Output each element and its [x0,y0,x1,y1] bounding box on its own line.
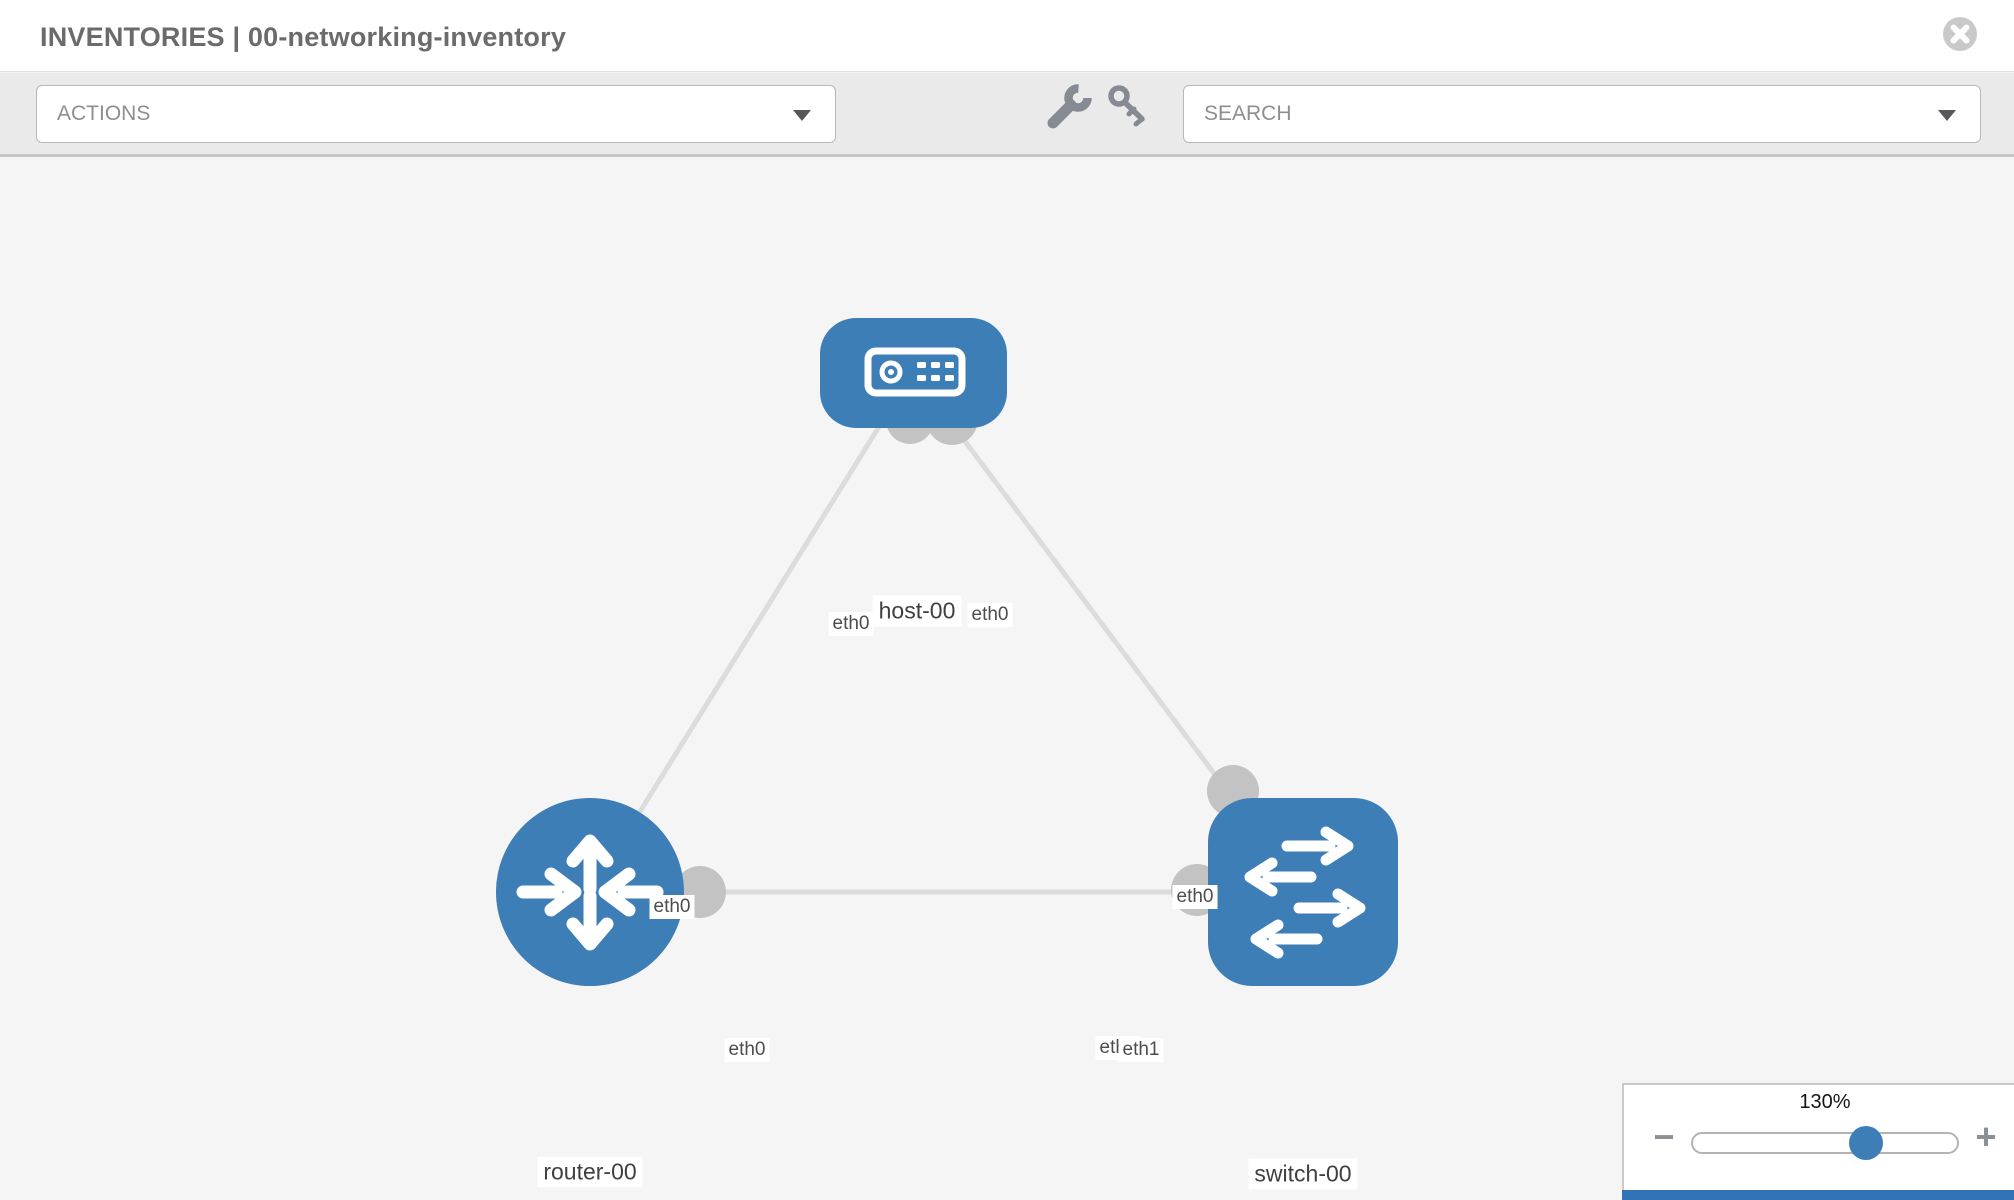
node-switch-00[interactable] [1208,798,1398,986]
bottom-accent-strip [1622,1190,2014,1200]
caret-down-icon [793,110,811,121]
search-dropdown-label: SEARCH [1204,102,1292,125]
toolbar: ACTIONS SEARCH [0,73,2014,157]
iface-label-router-switch-routerside: eth0 [724,1038,770,1062]
panel-header: INVENTORIES | 00-networking-inventory [0,0,2014,72]
iface-label-host-switch-hostside: eth0 [967,603,1013,627]
zoom-panel: 130% − + [1622,1083,2014,1200]
search-dropdown[interactable]: SEARCH [1183,85,1981,143]
key-button[interactable] [1104,83,1152,134]
iface-label-host-router-routerside: eth0 [649,895,695,919]
node-router-00[interactable] [496,798,684,986]
zoom-slider-track[interactable] [1691,1126,1959,1160]
actions-dropdown[interactable]: ACTIONS [36,85,836,143]
wrench-icon [1047,84,1092,129]
caret-down-icon [1938,110,1956,121]
close-button[interactable] [1942,16,1978,52]
node-label-host: host-00 [872,595,962,627]
zoom-out-button[interactable]: − [1653,1116,1675,1157]
iface-label-host-router-hostside: eth0 [828,612,874,636]
iface-label-router-switch-switchside: eth1 [1118,1038,1164,1062]
iface-label-host-switch-switchside: eth0 [1172,885,1218,909]
node-host-00[interactable] [820,318,1007,428]
switch-icon [1244,826,1366,959]
topology-links [587,370,1305,895]
key-icon [1108,85,1145,127]
node-label-router: router-00 [537,1156,643,1188]
link-endpoints [674,393,1259,918]
configure-button[interactable] [1042,81,1094,136]
link-host-router [587,370,916,894]
topology-canvas[interactable]: host-00 router-00 switch-00 eth0 eth0 et… [0,157,2014,1200]
host-icon [864,347,966,397]
router-icon [516,834,664,951]
actions-dropdown-label: ACTIONS [57,102,151,125]
zoom-in-button[interactable]: + [1975,1116,1997,1157]
zoom-slider-thumb[interactable] [1849,1126,1883,1160]
page-title: INVENTORIES | 00-networking-inventory [40,22,567,52]
close-circle-icon [1943,17,1977,51]
node-label-switch: switch-00 [1248,1158,1358,1190]
zoom-level-value: 130% [1799,1091,1851,1113]
topology-graph [496,318,1398,986]
